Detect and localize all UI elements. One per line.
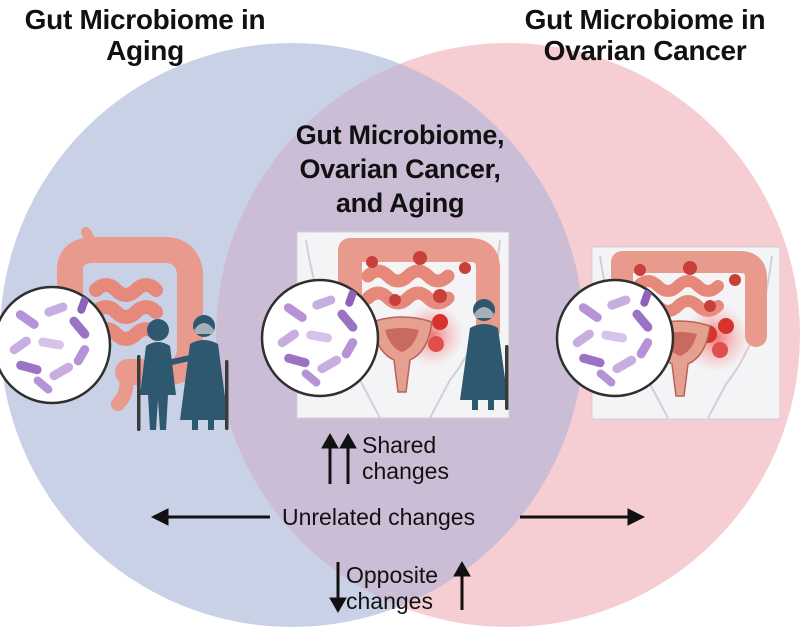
opposite-changes-down-arrow (329, 562, 347, 614)
overlap-title-line3: and Aging (335, 188, 465, 218)
opposite-changes-up-arrow (453, 560, 471, 610)
opposite-changes-label: Opposite changes (346, 562, 438, 614)
shared-changes-line1: Shared (362, 432, 437, 458)
magnifier-bacteria-icon (555, 278, 675, 398)
elderly-woman-icon (460, 299, 509, 410)
overlap-title: Gut Microbiome, Ovarian Cancer, and Agin… (262, 118, 538, 220)
cancer-title-line1: Gut Microbiome in (524, 4, 766, 35)
unrelated-changes-right-arrow (520, 508, 646, 526)
aging-title: Gut Microbiome in Aging (0, 4, 290, 66)
cancer-title-line2: Ovarian Cancer (543, 35, 747, 66)
unrelated-changes-label: Unrelated changes (282, 504, 476, 530)
elderly-couple-icon (137, 315, 229, 431)
overlap-title-line2: Ovarian Cancer, (299, 154, 501, 184)
aging-title-line1: Gut Microbiome in (24, 4, 266, 35)
shared-changes-arrows (321, 432, 357, 484)
magnifier-bacteria-icon (0, 285, 112, 405)
aging-title-line2: Aging (106, 35, 184, 66)
overlap-title-line1: Gut Microbiome, (295, 120, 505, 150)
magnifier-bacteria-icon (260, 278, 380, 398)
unrelated-changes-left-arrow (150, 508, 270, 526)
shared-changes-label: Shared changes (362, 432, 449, 484)
opposite-changes-line1: Opposite (346, 562, 439, 588)
cancer-title: Gut Microbiome in Ovarian Cancer (500, 4, 790, 66)
uterus-icon (359, 316, 433, 393)
opposite-changes-line2: changes (346, 588, 433, 614)
shared-changes-line2: changes (362, 458, 449, 484)
